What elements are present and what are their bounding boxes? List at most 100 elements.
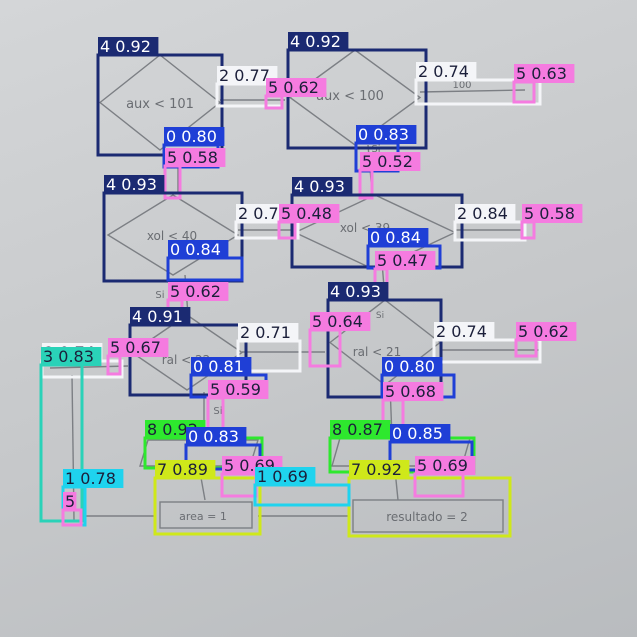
detection-rect [61, 508, 83, 527]
detection-label: 4 0.92 [290, 32, 341, 51]
detection-label: 5 0.67 [110, 338, 161, 357]
detection-label: 0 0.81 [193, 357, 244, 376]
detection-label-bg [165, 148, 226, 167]
detection-label-bg [514, 64, 575, 83]
detection-label-bg [368, 228, 429, 247]
detection-label-bg [238, 323, 299, 342]
detection-label-bg [310, 312, 371, 331]
detection-box: 0 0.84 [366, 228, 442, 270]
detection-label-bg [516, 322, 577, 341]
detection-label: 0 0.83 [188, 427, 239, 446]
detection-label: 7 0.89 [157, 460, 208, 479]
detection-label: 2 0.74 [418, 62, 469, 81]
detection-label: 1 0.69 [257, 467, 308, 486]
detection-label-bg [186, 427, 247, 446]
detection-box: 5 0.62 [264, 78, 327, 110]
detection-label: 5 0.69 [417, 456, 468, 475]
detection-box: 5 0.59 [206, 380, 269, 435]
detection-box: 5 0.67 [106, 338, 169, 376]
detection-label-bg [168, 282, 229, 301]
detection-label: 5 0.59 [210, 380, 261, 399]
detection-label: 5 0.48 [281, 204, 332, 223]
sketch-arrow [49, 365, 129, 369]
detection-box: 5 0.58 [163, 148, 226, 200]
detection-label: 4 0.93 [106, 175, 157, 194]
detection-label: 0 0.83 [358, 125, 409, 144]
detection-label: 5 0.58 [167, 148, 218, 167]
sketch-text: resultado = 2 [386, 510, 468, 524]
detection-label-bg [415, 456, 476, 475]
detection-label-bg [108, 338, 169, 357]
detection-box: 4 0.92 [96, 37, 224, 157]
detection-label: 5 0.47 [377, 251, 428, 270]
detection-box: 1 0.69 [253, 467, 351, 507]
detection-label: 2 0.77 [238, 204, 289, 223]
detection-rect [514, 338, 538, 358]
sketch-process-box [159, 501, 253, 529]
sketch-text: Si [213, 406, 222, 417]
sketch-text: Si [155, 290, 164, 301]
detection-box: 4 0.93 [326, 282, 443, 399]
detection-rect [512, 80, 536, 104]
detection-label-bg [104, 175, 165, 194]
detection-label: 0 0.80 [384, 357, 435, 376]
detection-label: 1 0.78 [65, 469, 116, 488]
detection-box: 5 0.69 [413, 456, 476, 498]
sketch-arrow [419, 89, 526, 93]
detection-label-bg [155, 460, 216, 479]
detection-box: 5 0.64 [308, 312, 371, 368]
detection-rect [106, 354, 122, 376]
detection-label: 2 0.77 [219, 66, 270, 85]
sketch-text: aux < 101 [126, 97, 194, 112]
sketch-process-box [352, 499, 504, 533]
detection-label-bg [164, 127, 225, 146]
detection-label: 5 0.62 [518, 322, 569, 341]
detection-box: 4 0.93 [290, 177, 464, 269]
detection-label-bg [130, 307, 191, 326]
detection-label-bg [356, 125, 417, 144]
detection-label: 5 0.52 [362, 152, 413, 171]
detection-label-bg [416, 62, 477, 81]
sketch-diamond [106, 194, 240, 276]
sketch-text: area = 1 [179, 510, 227, 523]
sketch-diamond [98, 54, 222, 151]
detection-rect [347, 476, 512, 538]
detection-rect [253, 483, 351, 507]
detection-box: 7 0.92 [347, 460, 512, 538]
detection-box: 5 0.48 [277, 204, 340, 240]
detection-label: 4 0.91 [132, 307, 183, 326]
detection-box: 5 0.58 [520, 204, 583, 240]
detection-label-bg [98, 37, 159, 56]
detection-label-bg [279, 204, 340, 223]
detection-label: 5 0.63 [516, 64, 567, 83]
detection-label-bg [360, 152, 421, 171]
detection-label-bg [63, 469, 124, 488]
detection-rect [414, 78, 542, 106]
detection-label: 5 0.62 [268, 78, 319, 97]
detection-label: 0 0.85 [392, 424, 443, 443]
detection-box: 2 0.74 [414, 62, 542, 106]
detection-label: 0 0.84 [170, 240, 221, 259]
detection-label: 5 [65, 492, 75, 511]
detection-label-bg [191, 357, 252, 376]
detection-label-bg [382, 357, 443, 376]
detection-rect [308, 328, 342, 368]
detection-label-bg [208, 380, 269, 399]
sketch-text: ral < 21 [353, 345, 402, 359]
sketch-text: xol < 40 [147, 229, 197, 243]
detection-label-bg [434, 322, 495, 341]
detection-label-bg [255, 467, 316, 486]
detection-box: 2 0.74 [432, 322, 542, 364]
sketch-text: Si [376, 311, 384, 321]
detection-label-bg [455, 204, 516, 223]
sketch-text: 100 [452, 80, 471, 91]
detection-rect [153, 476, 262, 536]
detection-label: 5 0.64 [312, 312, 363, 331]
detection-label-bg [292, 177, 353, 196]
detection-box: 4 0.93 [102, 175, 244, 283]
detection-label-bg [288, 32, 349, 51]
detection-label-bg [375, 251, 436, 270]
detection-label-bg [383, 382, 444, 401]
detection-box: 7 0.89 [153, 460, 262, 536]
